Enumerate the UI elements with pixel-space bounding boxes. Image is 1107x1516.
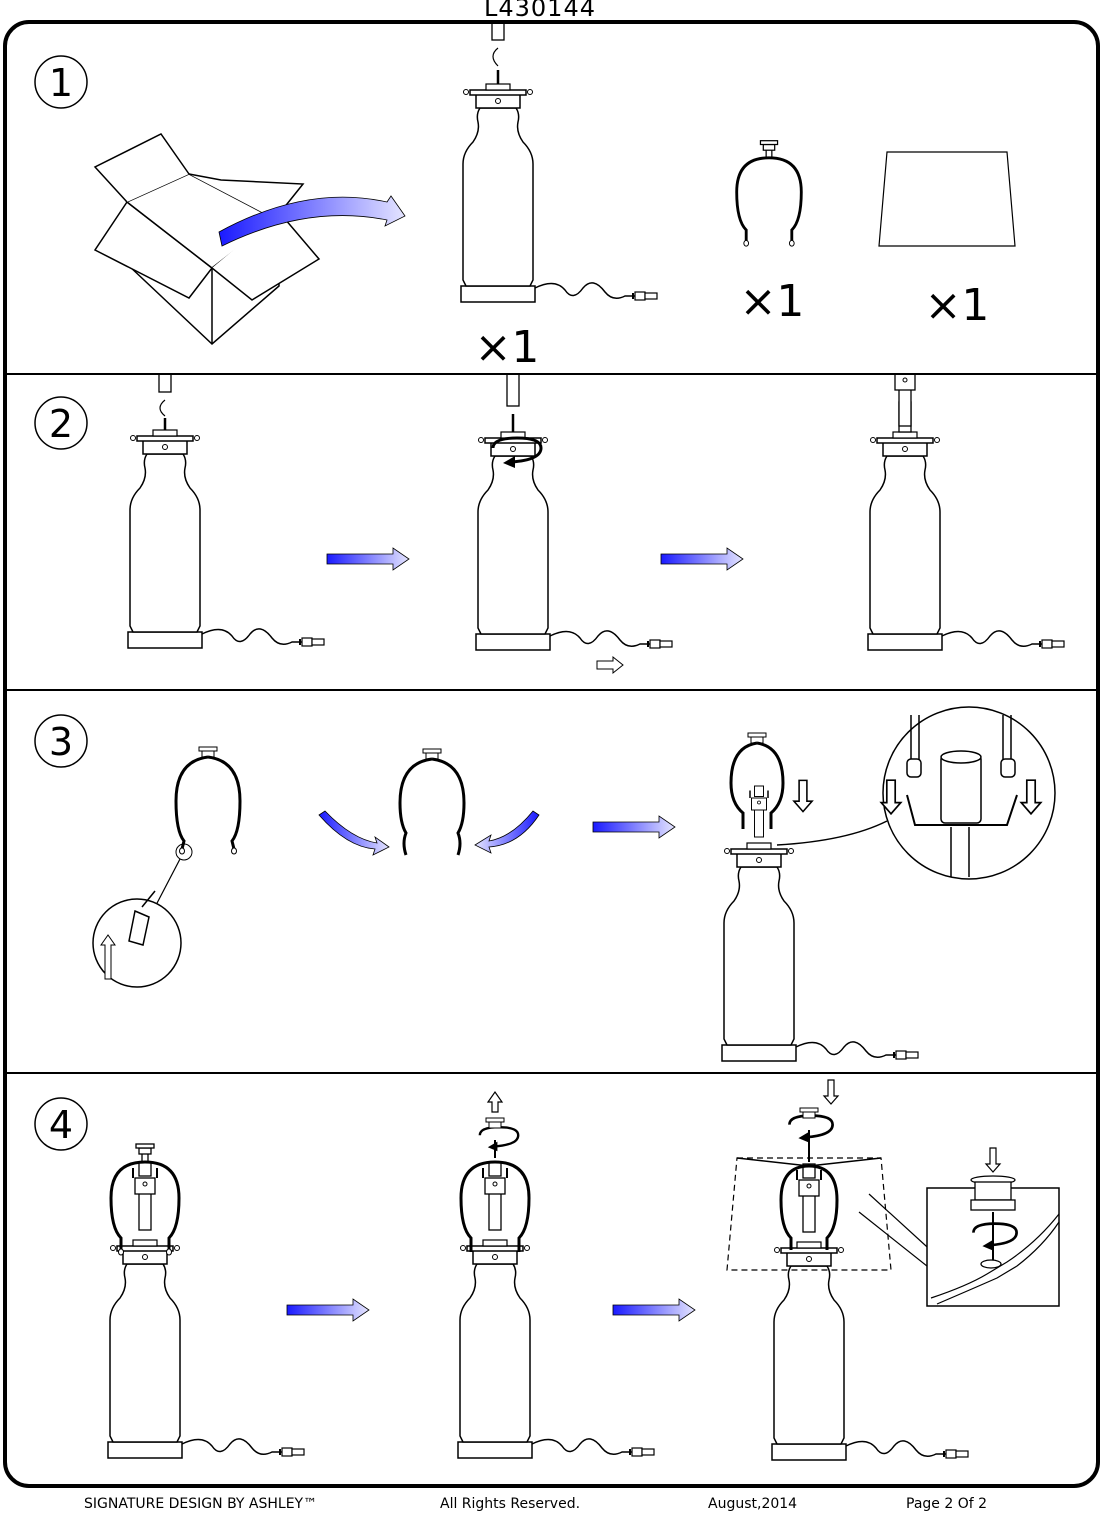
- instruction-frame: 1 ×1: [3, 20, 1100, 1488]
- lamp-attaching: [475, 375, 673, 651]
- step-number-badge: 1: [34, 55, 88, 109]
- step-1-illustration: 1 ×1: [34, 24, 1016, 373]
- footer-rights: All Rights Reserved.: [440, 1496, 581, 1512]
- step-number-badge: 2: [34, 396, 88, 450]
- lamp-finial-removed: [457, 1090, 655, 1459]
- harp-socket-detail-callout: [880, 706, 1056, 880]
- lamp-with-socket: [721, 785, 919, 1062]
- squeeze-arrow-right: [474, 810, 540, 854]
- lamp-base-part: [460, 24, 658, 303]
- unpack-arrow: [218, 195, 406, 247]
- next-arrow: [660, 547, 744, 571]
- open-box-icon: [93, 133, 321, 346]
- footer-page-number: Page 2 Of 2: [906, 1496, 988, 1512]
- finial-detail-callout: [926, 1147, 1060, 1307]
- next-arrow: [326, 547, 410, 571]
- step-4-illustration: 4: [34, 1079, 1060, 1461]
- page-footer: SIGNATURE DESIGN BY ASHLEY™ All Rights R…: [0, 1496, 1107, 1516]
- step-2-panel: 2: [7, 373, 1096, 689]
- footer-date: August,2014: [708, 1496, 798, 1512]
- step-3-panel: 3: [7, 689, 1096, 1072]
- lamp-with-harp: [107, 1142, 305, 1459]
- lamp-base-quantity: ×1: [475, 322, 540, 373]
- step-number-badge: 4: [34, 1097, 88, 1151]
- harp-squeezed: [398, 748, 466, 856]
- lampshade-part: [878, 151, 1016, 247]
- harp-detail-callout: [92, 890, 182, 988]
- harp-quantity: ×1: [740, 276, 805, 327]
- lamp-unassembled: [127, 375, 325, 649]
- step-2-number: 2: [49, 402, 73, 446]
- lamp-assembled: [867, 375, 1065, 651]
- step-4-number: 4: [49, 1103, 73, 1147]
- footer-brand: SIGNATURE DESIGN BY ASHLEY™: [84, 1496, 318, 1512]
- harp-open: [174, 746, 242, 861]
- zoom-callout-pointer: [776, 820, 888, 846]
- step-number-badge: 3: [34, 714, 88, 768]
- squeeze-arrow-left: [318, 810, 390, 856]
- harp-lowering: [729, 732, 813, 829]
- document-code: L430144: [484, 0, 596, 22]
- next-arrow: [286, 1298, 370, 1322]
- lamp-with-shade: [726, 1079, 969, 1461]
- next-arrow: [612, 1298, 696, 1322]
- step-3-illustration: 3: [34, 706, 1056, 1062]
- step-4-panel: 4: [7, 1072, 1096, 1484]
- step-2-illustration: 2: [34, 375, 1065, 675]
- step-1-number: 1: [49, 61, 73, 105]
- step-1-panel: 1 ×1: [7, 24, 1096, 373]
- step-3-number: 3: [49, 720, 73, 764]
- shade-quantity: ×1: [925, 280, 990, 331]
- next-arrow: [592, 815, 676, 839]
- harp-part: [735, 139, 803, 248]
- pull-cord-arrow: [596, 655, 624, 675]
